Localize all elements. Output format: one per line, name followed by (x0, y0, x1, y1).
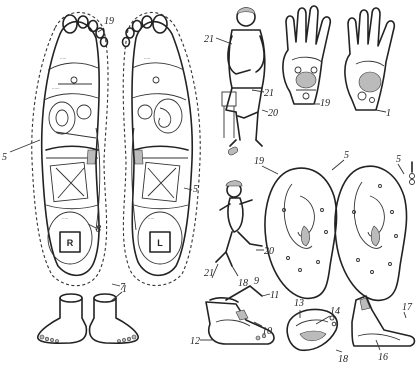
left-foot-sole: L ····· ····· (123, 12, 201, 285)
callout-number: 11 (270, 290, 279, 301)
callout-number: 19 (254, 156, 264, 167)
ear-right (335, 166, 407, 300)
callout-number: 21 (264, 88, 274, 99)
right-foot-letter: R (67, 238, 74, 248)
callout-number: 12 (190, 336, 200, 347)
callout-number: 20 (264, 246, 274, 257)
feet-top-view (38, 294, 138, 343)
callout-number: 17 (402, 302, 413, 313)
svg-text:·····: ····· (144, 56, 150, 61)
callout-number: 20 (268, 108, 278, 119)
svg-text:·····: ····· (148, 216, 154, 221)
running-figure (216, 181, 262, 266)
svg-text:·····: ····· (60, 56, 66, 61)
hand-back (283, 6, 330, 104)
hand-palm (345, 8, 394, 110)
callout-number: 1 (386, 108, 391, 119)
callout-lines (10, 28, 406, 352)
callout-number: 18 (238, 278, 248, 289)
callout-number: 9 (254, 276, 259, 287)
left-foot-letter: L (157, 238, 163, 248)
callout-number: 18 (338, 354, 348, 365)
callout-number: 19 (320, 98, 330, 109)
callout-number: 1 (122, 284, 127, 295)
callout-number: 10 (262, 326, 272, 337)
callout-number: 16 (378, 352, 388, 363)
right-foot-sole: R ····· ······ ····· (32, 12, 108, 285)
callout-number: 8 (96, 224, 101, 235)
callout-number: 5 (193, 184, 198, 195)
svg-text:·····: ····· (62, 216, 68, 221)
callout-number: 5 (2, 152, 7, 163)
callout-number: 5 (344, 150, 349, 161)
callout-number: 21 (204, 268, 214, 279)
svg-text:······: ······ (52, 86, 60, 91)
callout-number: 5 (396, 154, 401, 165)
callout-number: 14 (330, 306, 340, 317)
callout-number: 19 (104, 16, 114, 27)
ear-left (265, 168, 337, 298)
callout-number: 13 (294, 298, 304, 309)
callout-number: 21 (204, 34, 214, 45)
seated-person (222, 8, 265, 156)
small-symbol (410, 162, 415, 185)
